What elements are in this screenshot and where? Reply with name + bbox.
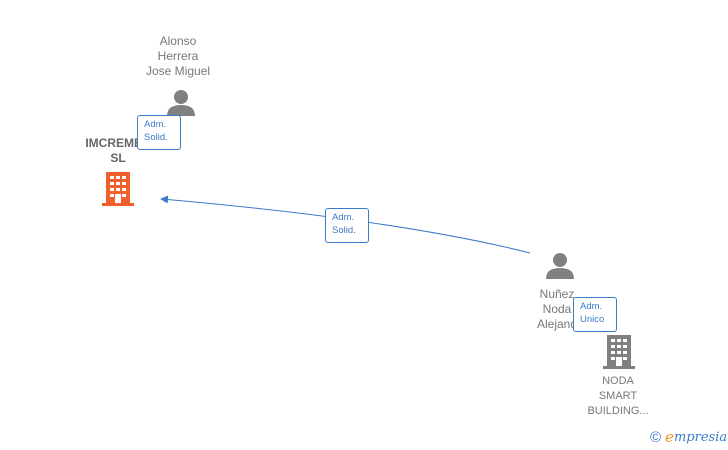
edge-nunez-to-imcremen[interactable] — [160, 195, 531, 254]
company-noda-name-line1: NODA — [602, 375, 634, 387]
person-icon[interactable] — [166, 88, 196, 118]
company-imcremen-name-line2: SL — [110, 151, 126, 165]
person-alonso-name-line2: Herrera — [157, 49, 199, 63]
edge-label-nunez-imcremen-line2: Solid. — [332, 225, 356, 236]
person-nunez-name[interactable]: Nuñez Noda Alejand — [520, 287, 594, 332]
person-alonso-name[interactable]: Alonso Herrera Jose Miguel — [128, 34, 228, 79]
company-imcremen-name[interactable]: IMCREMEN SL — [60, 136, 176, 166]
company-noda-name-line3: BUILDING... — [587, 405, 649, 417]
edge-label-alonso-imcremen[interactable]: Adm. Solid. — [137, 115, 181, 150]
person-nunez-name-line2: Noda — [542, 302, 572, 316]
edge-label-alonso-line1: Adm. — [144, 119, 167, 130]
person-nunez-name-line1: Nuñez — [539, 287, 575, 301]
edge-label-nunez-imcremen[interactable]: Adm. Solid. — [325, 208, 369, 243]
person-alonso-name-line3: Jose Miguel — [145, 64, 211, 78]
person-icon[interactable] — [545, 251, 575, 281]
company-noda-name-line2: SMART — [598, 390, 638, 402]
edge-label-nunez-noda-line1: Adm. — [580, 301, 603, 312]
brand-name: mpresia — [673, 429, 728, 445]
edge-label-alonso-line2: Solid. — [144, 132, 168, 143]
edge-label-nunez-noda[interactable]: Adm. Unico — [573, 297, 617, 332]
copyright-icon: © — [650, 428, 662, 446]
building-icon[interactable] — [102, 171, 134, 207]
company-imcremen-name-line1: IMCREMEN — [85, 136, 151, 150]
edge-label-nunez-imcremen-line1: Adm. — [332, 212, 355, 223]
building-icon[interactable] — [603, 334, 635, 370]
person-nunez-name-line3: Alejand — [536, 317, 578, 331]
brand-initial: e — [665, 428, 674, 446]
company-noda-name[interactable]: NODA SMART BUILDING... — [570, 374, 666, 419]
edge-label-nunez-noda-line2: Unico — [580, 314, 605, 325]
person-alonso-name-line1: Alonso — [159, 34, 197, 48]
empresia-watermark: © e mpresia — [650, 428, 727, 446]
